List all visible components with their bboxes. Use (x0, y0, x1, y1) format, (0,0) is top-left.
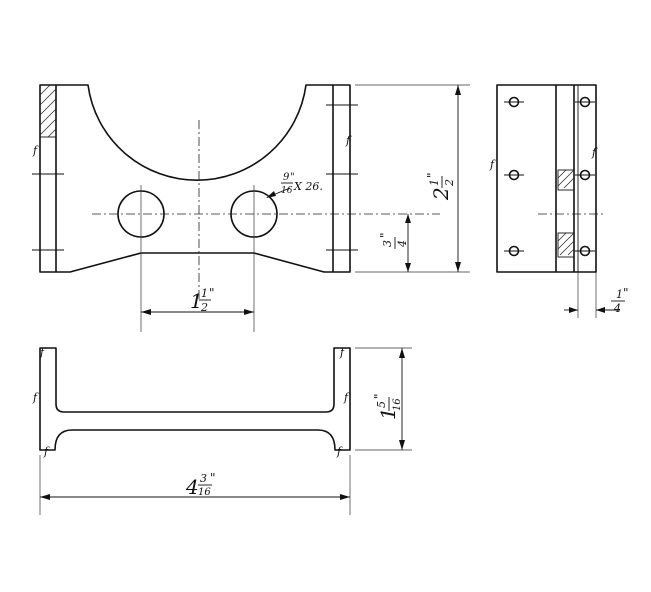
finish-mark: f (345, 134, 352, 147)
finish-mark: f (339, 346, 346, 359)
hole-spec-suffix: X 26. (293, 180, 323, 193)
finish-mark: f (591, 146, 598, 159)
hole-height-num: 3 (381, 240, 394, 247)
finish-mark: f (32, 391, 39, 404)
hole-spec-mark: " (290, 172, 295, 183)
rail-width-num: 1 (616, 288, 623, 301)
finish-mark: f (43, 445, 50, 458)
total-height-mark: " (425, 172, 439, 178)
channel-height-whole: 1 (376, 407, 400, 420)
overall-length-den: 16 (198, 487, 211, 498)
dim-rail-width: 1 " 4 (564, 272, 629, 318)
hole-spacing-mark: " (209, 286, 215, 300)
hole-spacing-num: 1 (201, 287, 208, 300)
overall-length-whole: 4 (185, 475, 199, 499)
finish-mark: f (39, 346, 46, 359)
dim-hole-height: 3 4 " (378, 214, 411, 272)
finish-mark: f (343, 391, 350, 404)
channel-height-num: 5 (375, 401, 388, 408)
front-view-outline (39, 84, 351, 273)
side-view-outline (496, 84, 597, 273)
front-view: f f (32, 84, 440, 332)
rail-ticks (32, 104, 358, 251)
finish-mark: f (336, 445, 343, 458)
hole-spec-den: 16 (281, 186, 293, 196)
hole-spec-num: 9 (283, 172, 290, 183)
overall-length-mark: " (210, 471, 216, 485)
total-height-den: 2 (443, 179, 456, 187)
dim-overall-length: 4 3 16 " (39, 455, 351, 515)
side-section-lower (557, 232, 575, 258)
hole-callout: 9 " 16 X 26. (266, 172, 323, 198)
hole-spacing-whole: 1 (190, 289, 203, 313)
hole-height-mark: " (378, 232, 392, 238)
top-view-outline (39, 347, 351, 451)
hatch-lines (557, 232, 575, 256)
finish-mark: f (489, 158, 496, 171)
hole-height-den: 4 (396, 240, 409, 248)
total-height-whole: 2 (429, 187, 453, 201)
side-view: f f (489, 84, 605, 273)
dim-total-height: 2 1 2 " (355, 84, 470, 273)
hole-spacing-den: 2 (200, 301, 208, 314)
channel-height-den: 16 (392, 398, 403, 411)
top-view: f f f f f f (32, 346, 351, 458)
overall-length-num: 3 (200, 472, 207, 485)
dim-channel-height: 1 5 16 " (355, 347, 412, 451)
rail-width-den: 4 (613, 302, 621, 315)
rail-width-mark: " (623, 286, 629, 300)
hatch-lines (39, 84, 57, 138)
total-height-num: 1 (428, 179, 441, 186)
side-bolt-holes (504, 96, 595, 257)
finish-mark: f (32, 144, 39, 157)
channel-height-mark: " (372, 393, 386, 399)
dim-hole-spacing: 1 1 2 " (141, 286, 254, 315)
hatch-lines (557, 169, 575, 189)
